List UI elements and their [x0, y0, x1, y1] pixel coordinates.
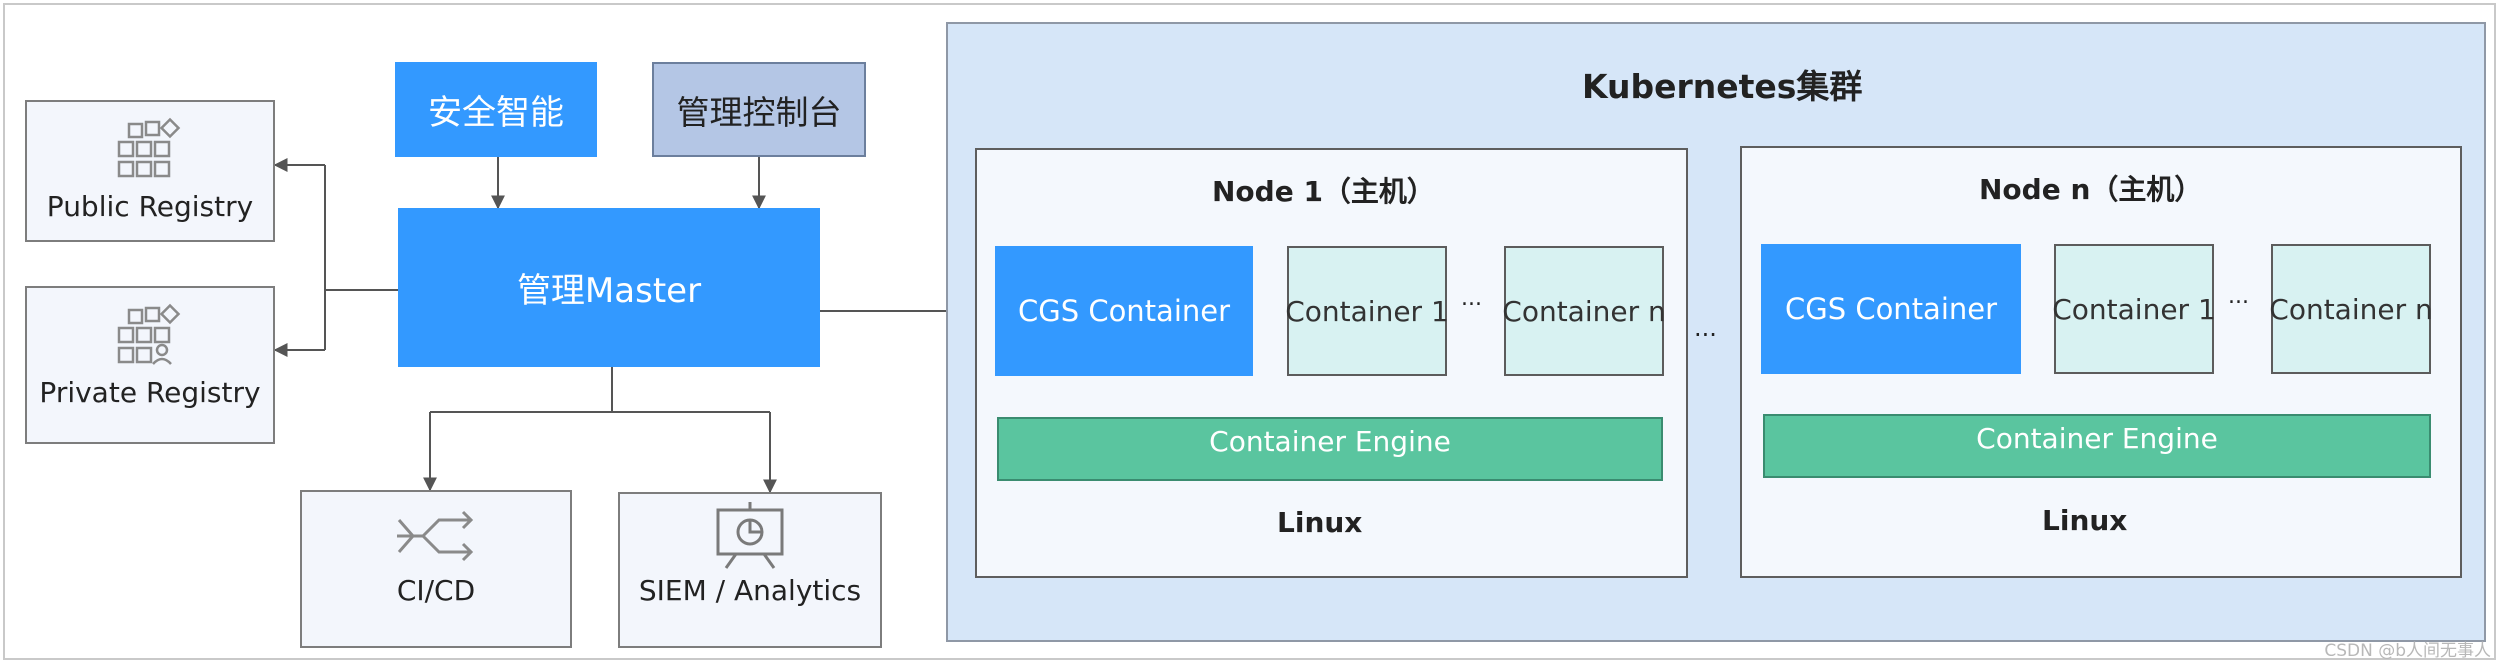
siem-box[interactable]: SIEM / Analytics [618, 492, 882, 648]
container-ellipsis: ... [1461, 286, 1482, 311]
cicd-icon [397, 510, 474, 562]
container-engine[interactable]: Container Engine [997, 417, 1663, 481]
cgs-container-label: CGS Container [1784, 292, 1998, 326]
management-master-box[interactable]: 管理Master [398, 208, 820, 367]
security-intelligence-box[interactable]: 安全智能 [395, 62, 597, 157]
container-n[interactable]: Container n [2269, 244, 2433, 374]
node-title: Node 1（主机） [1212, 175, 1435, 208]
private-registry-box[interactable]: Private Registry [25, 286, 275, 444]
registry-icon [117, 303, 181, 365]
cgs-container[interactable]: CGS Container [1761, 244, 2021, 374]
cluster-title: Kubernetes集群 [1582, 67, 1863, 106]
management-master-label: 管理Master [516, 271, 702, 311]
container-label: Container 1 [1285, 294, 1449, 328]
watermark: CSDN @b人间无事人 [2324, 641, 2491, 661]
management-console-box[interactable]: 管理控制台 [652, 62, 866, 157]
public-registry-label: Public Registry [46, 190, 254, 223]
container-engine-label: Container Engine [1209, 425, 1451, 458]
container-engine[interactable]: Container Engine [1763, 414, 2431, 478]
security-intelligence-label: 安全智能 [428, 93, 564, 133]
cgs-container-label: CGS Container [1017, 294, 1231, 328]
management-console-label: 管理控制台 [676, 92, 842, 132]
cgs-container[interactable]: CGS Container [995, 246, 1253, 376]
registry-icon [117, 117, 181, 178]
kubernetes-cluster: Kubernetes集群 Node 1（主机） CGS Container Co… [946, 22, 2486, 642]
cicd-box[interactable]: CI/CD [300, 490, 572, 648]
os-label: Linux [2042, 504, 2128, 537]
container-1[interactable]: Container 1 [2052, 244, 2216, 374]
analytics-icon [716, 502, 784, 569]
node-1: Node 1（主机） CGS Container Container 1 ...… [975, 148, 1688, 578]
container-n[interactable]: Container n [1502, 246, 1666, 376]
private-registry-label: Private Registry [39, 376, 261, 409]
container-label: Container 1 [2052, 292, 2216, 326]
public-registry-box[interactable]: Public Registry [25, 100, 275, 242]
node-title: Node n（主机） [1979, 173, 2203, 206]
node-n: Node n（主机） CGS Container Container 1 ...… [1740, 146, 2462, 578]
container-engine-label: Container Engine [1976, 422, 2218, 455]
container-label: Container n [1502, 294, 1666, 328]
siem-label: SIEM / Analytics [638, 574, 862, 607]
cicd-label: CI/CD [396, 574, 476, 607]
container-label: Container n [2269, 292, 2433, 326]
node-gap-ellipsis: ... [1694, 314, 1717, 342]
os-label: Linux [1277, 506, 1363, 539]
container-ellipsis: ... [2228, 284, 2249, 309]
container-1[interactable]: Container 1 [1285, 246, 1449, 376]
diagram-frame [3, 3, 2496, 660]
